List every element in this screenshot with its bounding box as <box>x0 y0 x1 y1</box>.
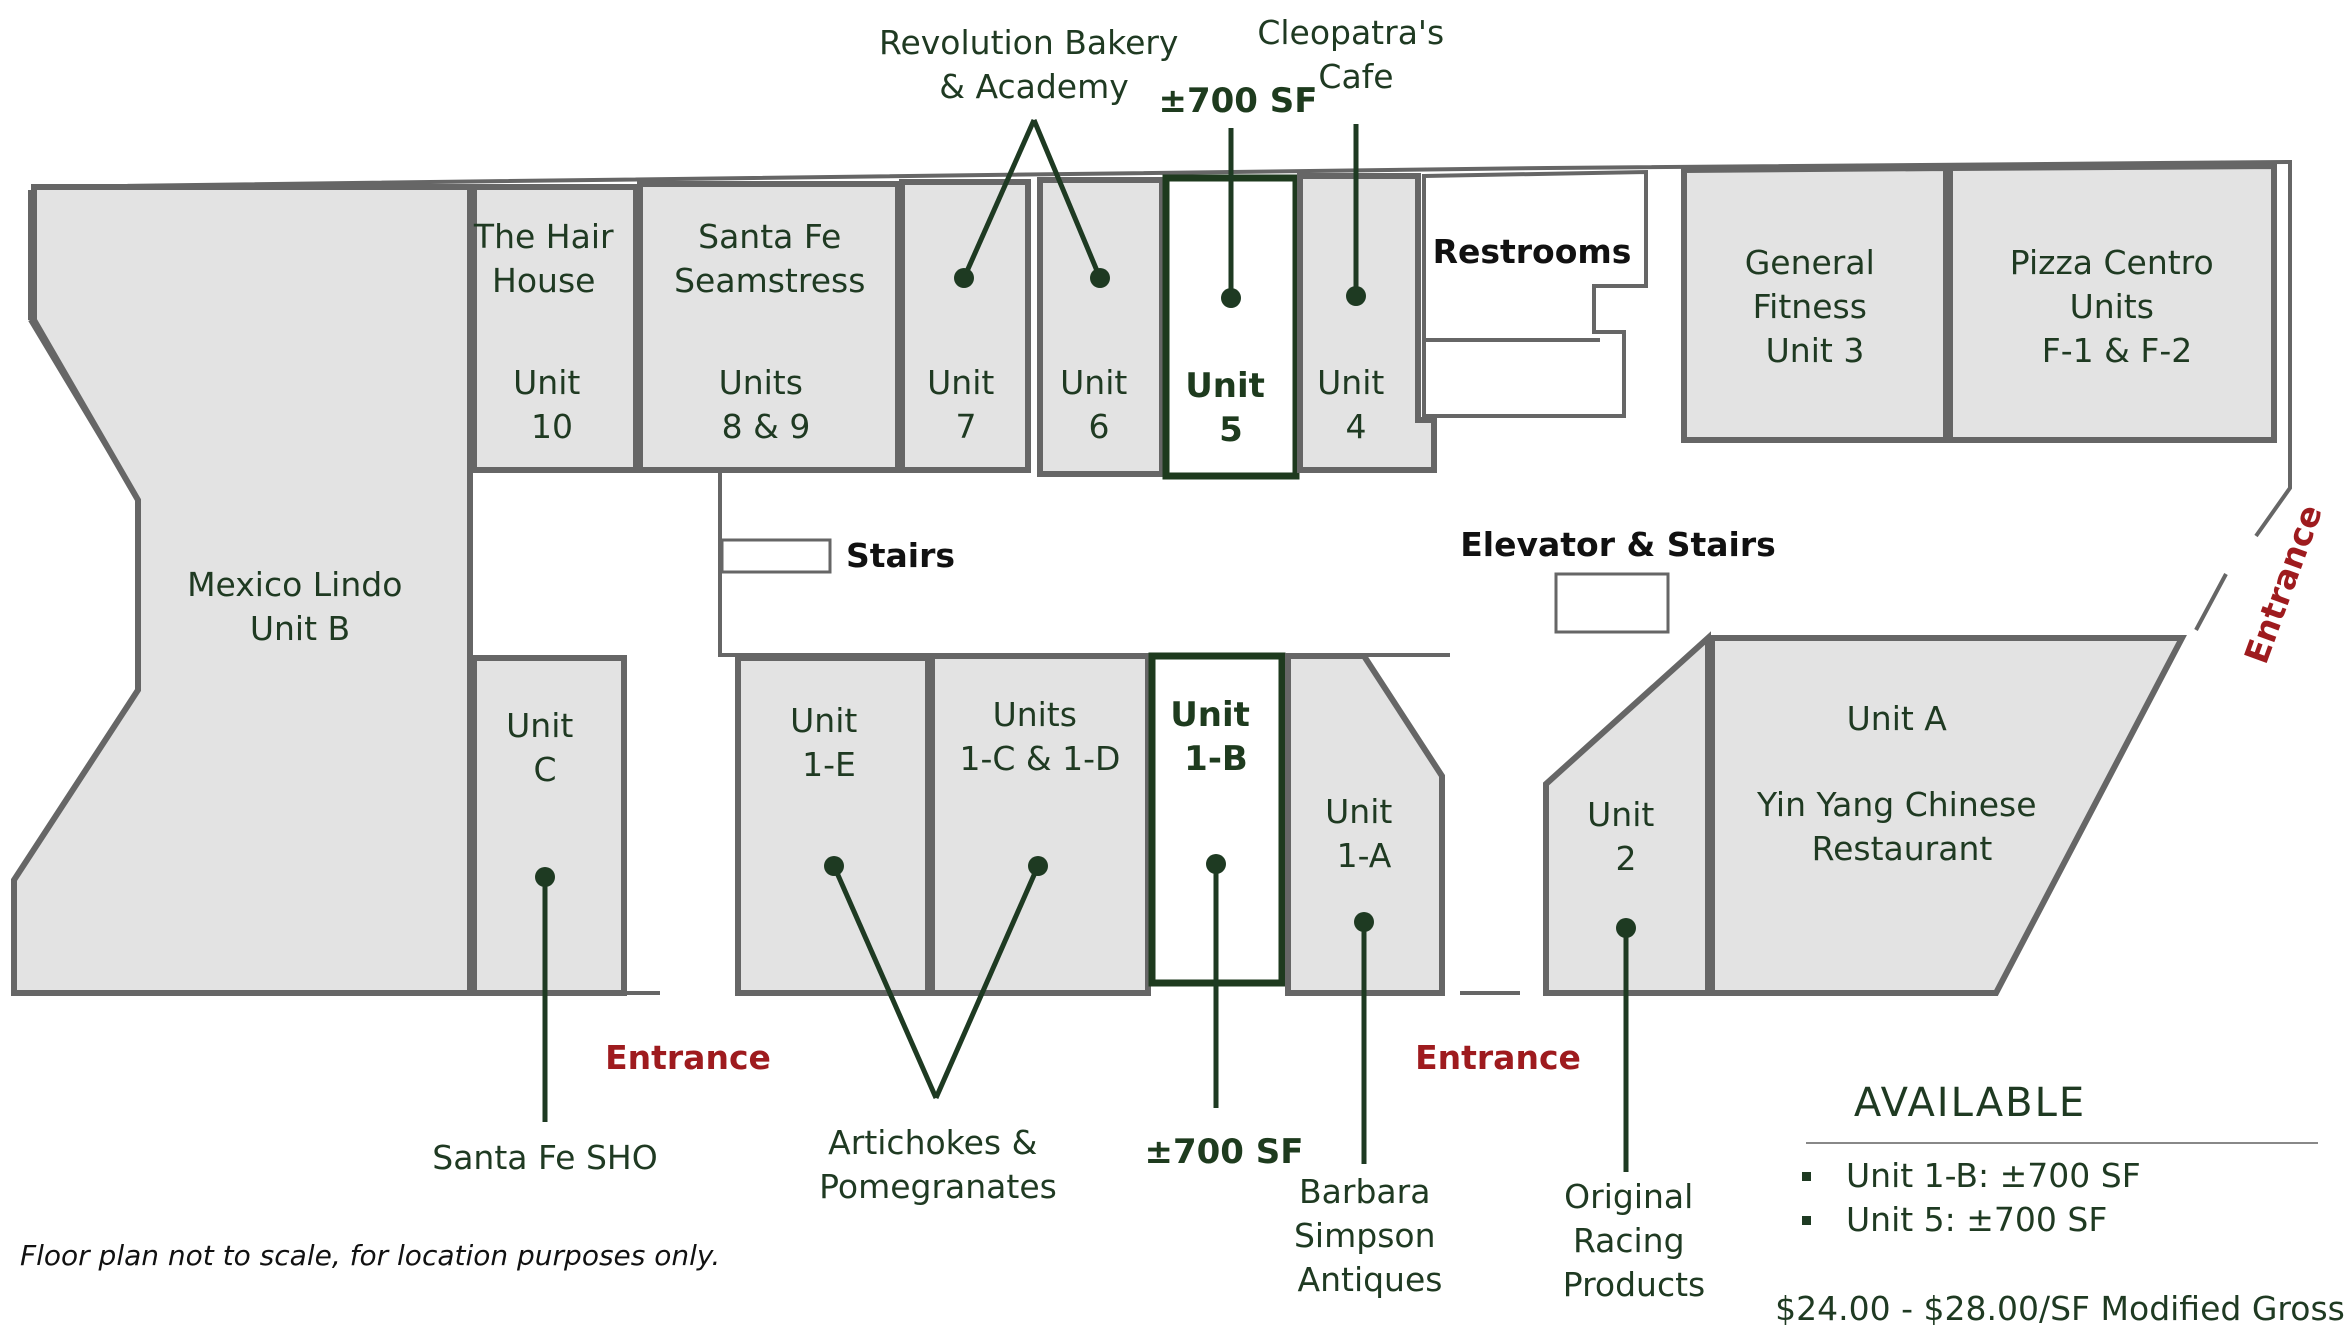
unit-7[interactable] <box>899 179 1031 473</box>
unit-3-general-fitness[interactable] <box>1681 164 1949 443</box>
unit-1cd-label: Units 1-C & 1-D <box>960 695 1121 778</box>
footnote: Floor plan not to scale, for location pu… <box>20 1239 720 1272</box>
unit-8-9-seamstress[interactable] <box>637 181 901 473</box>
unit-c[interactable] <box>471 655 627 996</box>
unit-5-available[interactable] <box>1162 174 1300 480</box>
legend-item-unit-1b: Unit 1-B: ±700 SF <box>1846 1156 2141 1195</box>
unit-1cd-marker <box>1028 856 1048 876</box>
unit-5-marker <box>1221 288 1241 308</box>
cleopatras-cafe-callout: Cleopatra's Cafe <box>1257 13 1454 96</box>
unit-4-label: Unit 4 <box>1317 363 1395 446</box>
unit-10-hair-house[interactable] <box>471 184 639 473</box>
hair-house-label: The Hair House Unit 10 <box>473 217 624 446</box>
unit-1e[interactable] <box>735 655 931 996</box>
leader-lines <box>535 118 1636 1172</box>
entrance-label-right: Entrance <box>2237 499 2330 668</box>
stairs-shape <box>720 538 832 574</box>
unit-1a-marker <box>1354 912 1374 932</box>
elevator-stairs-label: Elevator & Stairs <box>1460 525 1776 564</box>
unit-a-yin-yang[interactable] <box>1709 635 2187 996</box>
unit-1b-available[interactable] <box>1148 652 1286 987</box>
barbara-simpson-callout: Barbara Simpson Antiques <box>1294 1172 1446 1299</box>
unit-1b-label: Unit 1-B <box>1170 695 1262 779</box>
legend-title: AVAILABLE <box>1854 1080 2086 1126</box>
revolution-bakery-callout: Revolution Bakery & Academy <box>879 23 1189 106</box>
unit-4[interactable] <box>1297 173 1437 473</box>
unit-6[interactable] <box>1037 177 1165 477</box>
entrance-label-center: Entrance <box>1415 1038 1581 1077</box>
mexico-lindo-label: Mexico Lindo Unit B <box>187 565 413 648</box>
unit-1e-marker <box>824 856 844 876</box>
unit-4-marker <box>1346 286 1366 306</box>
original-racing-callout: Original Racing Products <box>1563 1177 1706 1304</box>
unit-c-marker <box>535 867 555 887</box>
restrooms-label: Restrooms <box>1433 232 1632 271</box>
unit-5-size-callout: ±700 SF <box>1158 81 1317 121</box>
unit-1a[interactable] <box>1285 653 1445 996</box>
artichokes-pomegranates-callout: Artichokes & Pomegranates <box>819 1123 1057 1206</box>
unit-mexico-lindo[interactable] <box>11 184 473 996</box>
unit-7-marker <box>954 268 974 288</box>
unit-6-marker <box>1090 268 1110 288</box>
unit-6-label: Unit 6 <box>1060 363 1138 446</box>
santa-fe-sho-callout: Santa Fe SHO <box>432 1138 657 1177</box>
general-fitness-label: General Fitness Unit 3 <box>1745 243 1886 370</box>
unit-c-label: Unit C <box>506 706 584 789</box>
unit-1e-label: Unit 1-E <box>790 701 868 784</box>
legend-price: $24.00 - $28.00/SF Modified Gross <box>1775 1289 2345 1328</box>
legend-bullet-2 <box>1802 1216 1811 1225</box>
unit-f1-f2-pizza-centro[interactable] <box>1947 162 2277 443</box>
entrance-label-left: Entrance <box>605 1038 771 1077</box>
unit-2-marker <box>1616 918 1636 938</box>
pizza-centro-label: Pizza Centro Units F-1 & F-2 <box>2010 243 2224 370</box>
unit-1c-1d[interactable] <box>929 653 1151 996</box>
availability-legend: AVAILABLE Unit 1-B: ±700 SF Unit 5: ±700… <box>1775 1080 2345 1328</box>
unit-1a-label: Unit 1-A <box>1325 792 1403 875</box>
elevator-shape <box>1554 572 1670 634</box>
unit-1b-size-callout: ±700 SF <box>1144 1132 1303 1172</box>
unit-1b-marker <box>1206 854 1226 874</box>
seamstress-label: Santa Fe Seamstress Units 8 & 9 <box>674 217 876 446</box>
legend-bullet-1 <box>1802 1172 1811 1181</box>
unit-5-label: Unit 5 <box>1185 366 1277 450</box>
unit-7-label: Unit 7 <box>927 363 1005 446</box>
unit-2[interactable] <box>1543 631 1711 996</box>
unit-a-label: Unit A Yin Yang Chinese Restaurant <box>1756 699 2047 868</box>
stairs-label: Stairs <box>846 536 955 575</box>
unit-2-label: Unit 2 <box>1587 795 1665 878</box>
restrooms-area <box>1422 169 1648 418</box>
legend-item-unit-5: Unit 5: ±700 SF <box>1846 1200 2107 1239</box>
